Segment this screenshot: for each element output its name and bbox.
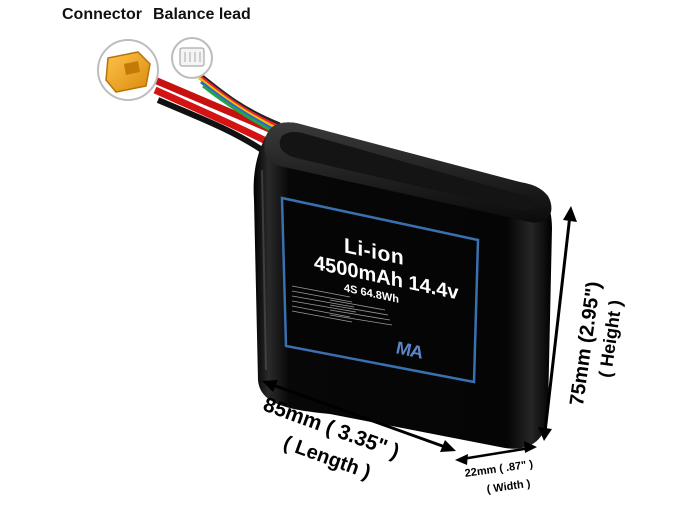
length-arrow xyxy=(262,380,456,452)
balance-lead-callout: Balance lead xyxy=(153,6,251,23)
width-arrow xyxy=(455,441,537,465)
wire-bundle xyxy=(148,68,289,153)
connector-icon xyxy=(97,39,159,101)
label-fine-print xyxy=(291,285,393,326)
brand-logo: MA xyxy=(396,337,422,363)
connector-callout: Connector xyxy=(62,6,142,23)
battery-label-panel xyxy=(280,196,480,384)
height-arrow xyxy=(538,206,577,441)
balance-lead-icon xyxy=(171,37,213,79)
